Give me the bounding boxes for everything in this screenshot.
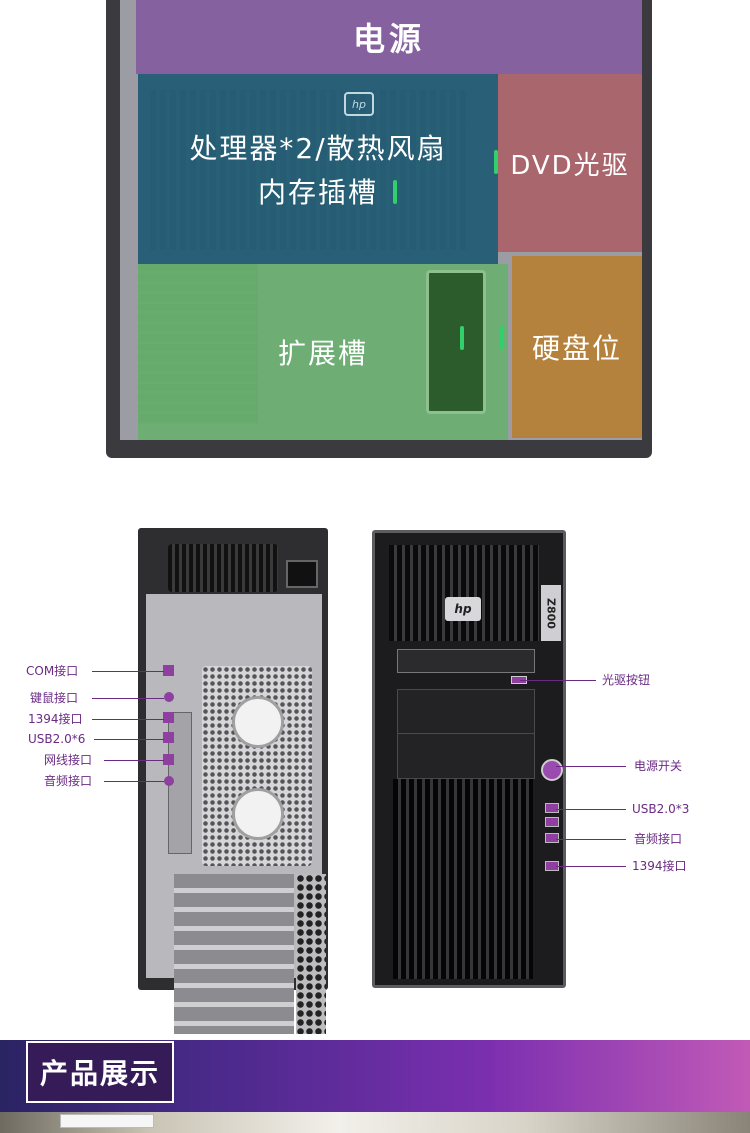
callout-1394-front: 1394接口	[632, 859, 687, 873]
tower-front-photo: hp Z800	[372, 530, 566, 988]
power-button-icon	[541, 759, 563, 781]
cpu-zone-label: 处理器*2/散热风扇 内存插槽	[189, 127, 446, 211]
rear-fan-grille	[202, 666, 312, 866]
cpu-zone-label-line2: 内存插槽	[257, 176, 378, 209]
fan-icon	[232, 696, 284, 748]
callout-ethernet-port: 网线接口	[44, 753, 93, 767]
front-top-grille	[389, 545, 539, 641]
callout-eject-button: 光驱按钮	[602, 673, 651, 687]
hdd-zone-label: 硬盘位	[531, 332, 622, 365]
callout-line	[104, 760, 164, 761]
optical-drive-tray	[397, 649, 535, 673]
cpu-zone-label-line1: 处理器*2/散热风扇	[189, 132, 447, 165]
front-audio-port	[545, 833, 559, 843]
power-socket-icon	[286, 560, 318, 588]
callout-line	[92, 671, 164, 672]
section-title: 产品展示	[26, 1041, 174, 1103]
front-usb-port	[545, 817, 559, 827]
green-latch-indicator	[393, 180, 397, 204]
firewire-port-marker	[163, 712, 174, 723]
product-photo-strip	[0, 1112, 750, 1133]
model-badge: Z800	[541, 585, 561, 641]
callout-ps2-port: 键鼠接口	[30, 691, 79, 705]
fan-icon	[232, 788, 284, 840]
callout-line	[92, 719, 164, 720]
green-latch-indicator	[500, 326, 504, 350]
callout-1394-port: 1394接口	[28, 712, 83, 726]
chassis-interior: 电源 处理器*2/散热风扇 内存插槽 hp DVD光驱 扩展槽 硬盘位	[120, 0, 642, 440]
pcie-slot-covers	[174, 874, 294, 1034]
hard-drive-bay-zone: 硬盘位	[512, 256, 642, 438]
front-usb-port	[545, 803, 559, 813]
product-sticker	[60, 1114, 154, 1128]
pcie-zone-label: 扩展槽	[277, 337, 368, 370]
green-latch-indicator	[494, 150, 498, 174]
power-zone-label: 电源	[352, 20, 425, 58]
drive-bay-cover	[397, 733, 535, 779]
callout-line	[94, 739, 164, 740]
callout-power-switch: 电源开关	[634, 759, 683, 773]
callout-audio-rear: 音频接口	[44, 774, 93, 788]
callout-audio-front: 音频接口	[634, 832, 683, 846]
drive-bay-cover	[397, 689, 535, 735]
cpu-memory-zone: 处理器*2/散热风扇 内存插槽	[138, 74, 498, 264]
hp-logo-icon: hp	[445, 597, 481, 621]
audio-port-marker	[164, 776, 174, 786]
usb-port-marker	[163, 732, 174, 743]
front-lower-grille	[393, 779, 533, 979]
rear-psu-grille	[168, 544, 278, 592]
callout-usb-front: USB2.0*3	[632, 802, 690, 816]
expansion-card-bracket	[426, 270, 486, 414]
callout-line	[92, 698, 164, 699]
rear-panel	[146, 594, 326, 1034]
chassis-interior-diagram: 电源 处理器*2/散热风扇 内存插槽 hp DVD光驱 扩展槽 硬盘位	[106, 0, 652, 458]
rear-vent-holes	[296, 874, 326, 1034]
dvd-zone-label: DVD光驱	[510, 150, 630, 181]
callout-line	[520, 680, 596, 681]
callout-usb-rear: USB2.0*6	[28, 732, 86, 746]
ps2-port-marker	[164, 692, 174, 702]
callout-line	[556, 839, 626, 840]
callout-line	[104, 781, 164, 782]
callout-com-port: COM接口	[26, 664, 79, 678]
callout-line	[556, 766, 626, 767]
green-latch-indicator	[460, 326, 464, 350]
com-port-marker	[163, 665, 174, 676]
power-supply-zone: 电源	[136, 0, 642, 74]
callout-line	[556, 866, 626, 867]
dvd-drive-zone: DVD光驱	[498, 74, 642, 252]
hp-logo-icon: hp	[344, 92, 374, 116]
ethernet-port-marker	[163, 754, 174, 765]
callout-line	[556, 809, 626, 810]
